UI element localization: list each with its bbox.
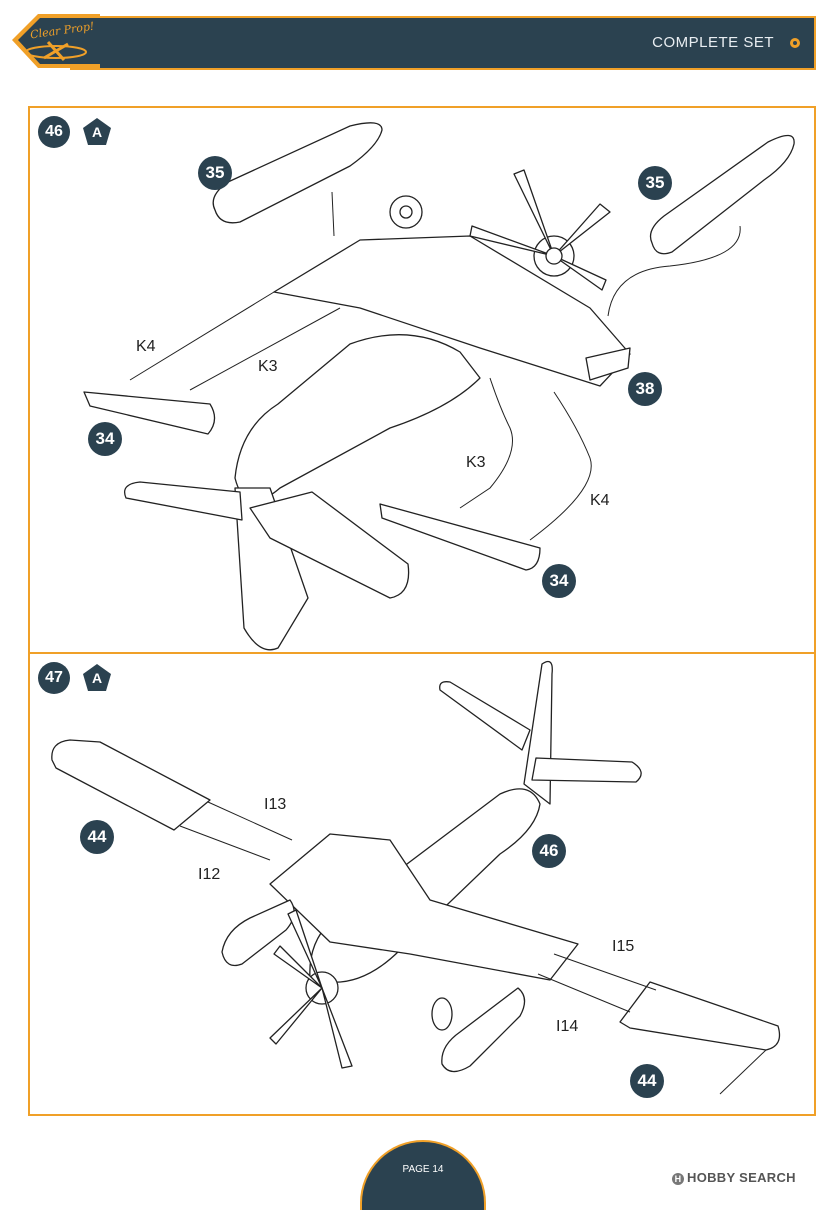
part-label: K4	[136, 338, 156, 355]
variant-label: A	[91, 124, 103, 140]
horizontal-stabilizer-right	[249, 491, 410, 599]
part-callout: 34	[88, 422, 122, 456]
part-label: I14	[556, 1018, 579, 1035]
drop-tank-right	[649, 134, 795, 255]
step-46-drawing	[83, 122, 795, 651]
assembly-arrow	[537, 973, 631, 1013]
drop-tank-right	[441, 987, 526, 1073]
propeller-blade	[321, 987, 353, 1069]
brand-logo	[12, 14, 100, 68]
step-47-panel: 47 A	[28, 652, 816, 1116]
header-bar	[70, 16, 816, 70]
assembly-arrow	[331, 191, 335, 237]
pylon-38	[585, 347, 631, 381]
part-label: K3	[258, 358, 278, 375]
assembly-arrow	[553, 953, 657, 991]
assembly-arrow	[607, 225, 741, 317]
variant-badge: A	[82, 663, 112, 693]
step-46-panel: 46 A	[28, 106, 816, 654]
part-label: K3	[466, 454, 486, 471]
horizontal-stabilizer-left	[439, 681, 531, 751]
assembly-arrow	[189, 307, 341, 391]
header-bullet-icon	[790, 38, 800, 48]
part-label: K4	[590, 492, 610, 509]
outer-wing-44-left	[51, 739, 211, 831]
part-callout: 35	[198, 156, 232, 190]
horizontal-stabilizer-left	[123, 481, 243, 521]
assembly-arrow	[207, 801, 293, 841]
vertical-tail	[234, 487, 309, 651]
wing-center-section	[269, 833, 579, 981]
propeller-blade	[553, 203, 611, 257]
part-callout: 34	[542, 564, 576, 598]
hobby-search-logo-icon: H	[672, 1172, 684, 1185]
propeller-blade	[269, 987, 323, 1045]
part-label: I15	[612, 938, 635, 955]
propeller-blade	[513, 169, 555, 257]
assembly-arrow	[529, 391, 592, 541]
drop-tank-left	[212, 122, 383, 224]
part-callout: 38	[628, 372, 662, 406]
part-callout: 46	[532, 834, 566, 868]
part-label: I13	[264, 796, 287, 813]
outer-wing-34-right	[379, 503, 541, 571]
variant-label: A	[91, 670, 103, 686]
horizontal-stabilizer-right	[531, 757, 642, 783]
landing-wheel	[431, 997, 453, 1031]
watermark-text: HOBBY SEARCH	[687, 1170, 796, 1185]
part-callout: 44	[630, 1064, 664, 1098]
propeller-blade	[469, 225, 555, 257]
part-callout: 44	[80, 820, 114, 854]
assembly-arrow	[459, 377, 513, 509]
outer-wing-44-right	[619, 981, 781, 1051]
step-number-badge: 46	[38, 116, 70, 148]
part-callout: 35	[638, 166, 672, 200]
page-header: Clear Prop! COMPLETE SET	[0, 0, 830, 80]
propeller-blade	[553, 255, 607, 291]
outer-wing-34-left	[83, 391, 216, 435]
variant-badge: A	[82, 117, 112, 147]
propeller-blade	[273, 945, 323, 989]
assembly-arrow	[129, 291, 275, 381]
assembly-arrow	[179, 825, 271, 861]
step-number-badge: 47	[38, 662, 70, 694]
header-title: COMPLETE SET	[652, 34, 774, 51]
antenna-wire	[719, 1049, 767, 1095]
part-label: I12	[198, 866, 221, 883]
page-number: PAGE 14	[402, 1164, 444, 1175]
step-47-drawing	[51, 660, 781, 1095]
propeller-blade	[287, 909, 323, 989]
